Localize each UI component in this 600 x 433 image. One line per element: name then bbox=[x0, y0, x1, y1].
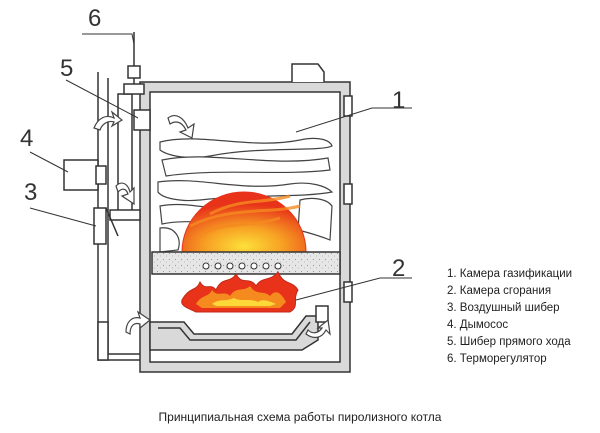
flow-arrows bbox=[93, 110, 331, 339]
leader-5 bbox=[65, 79, 139, 119]
air-damper bbox=[93, 207, 119, 245]
legend-item-gasification-chamber: 1. Камера газификации bbox=[447, 268, 573, 280]
legend-item-smoke-exhauster: 4. Дымосос bbox=[447, 319, 509, 331]
callout-6: 6 bbox=[88, 5, 101, 32]
legend-item-thermoregulator: 6. Терморегулятор bbox=[447, 353, 547, 365]
leader-3 bbox=[29, 207, 97, 227]
diagram-caption: Принципиальная схема работы пиролизного … bbox=[158, 410, 442, 424]
callout-3: 3 bbox=[24, 179, 37, 206]
direct-flow-damper bbox=[133, 109, 151, 131]
callout-1: 1 bbox=[392, 87, 405, 114]
leader-2 bbox=[295, 277, 412, 301]
callout-lines bbox=[29, 33, 412, 301]
leader-4 bbox=[29, 151, 69, 173]
callout-4: 4 bbox=[20, 125, 33, 152]
leader-1 bbox=[295, 107, 412, 133]
smoke-exhauster bbox=[63, 159, 107, 191]
ash-tray bbox=[149, 305, 329, 351]
callout-5: 5 bbox=[60, 55, 73, 82]
combustion-flames bbox=[181, 271, 299, 313]
nozzle-grate bbox=[151, 251, 341, 275]
legend-item-combustion-chamber: 2. Камера сгорания bbox=[447, 285, 552, 297]
legend-item-air-damper: 3. Воздушный шибер bbox=[447, 302, 560, 314]
leader-6 bbox=[82, 33, 135, 45]
callout-2: 2 bbox=[392, 255, 405, 282]
legend-item-direct-flow-damper: 5. Шибер прямого хода bbox=[447, 336, 571, 348]
top-hatch bbox=[291, 63, 325, 82]
wood-logs bbox=[157, 137, 334, 253]
gasification-flame bbox=[181, 191, 307, 253]
thermoregulator bbox=[123, 32, 145, 95]
